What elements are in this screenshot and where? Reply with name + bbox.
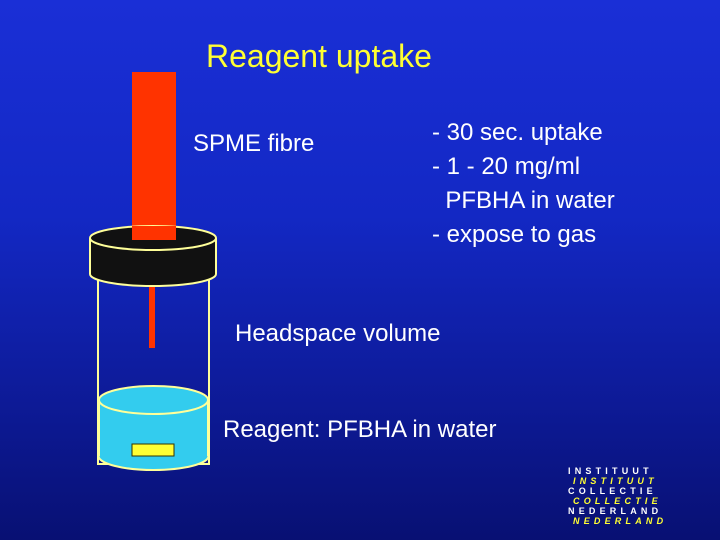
slide-title: Reagent uptake bbox=[206, 38, 432, 74]
logo-line: NEDERLAND bbox=[573, 516, 668, 526]
conditions-list: - 30 sec. uptake - 1 - 20 mg/ml PFBHA in… bbox=[432, 116, 615, 252]
logo-line: COLLECTIE bbox=[568, 486, 657, 496]
condition-item: - 30 sec. uptake bbox=[432, 119, 603, 146]
institute-logo: INSTITUUT INSTITUUT COLLECTIE COLLECTIE … bbox=[568, 466, 696, 526]
reagent-label: Reagent: PFBHA in water bbox=[223, 416, 497, 443]
liquid-surface bbox=[98, 385, 209, 415]
headspace-label: Headspace volume bbox=[235, 320, 441, 347]
stir-bar bbox=[131, 443, 175, 457]
logo-line: COLLECTIE bbox=[573, 496, 662, 506]
logo-line: INSTITUUT bbox=[568, 466, 653, 476]
spme-fibre-holder bbox=[132, 72, 176, 242]
condition-item: - expose to gas bbox=[432, 221, 597, 248]
fibre-needle bbox=[149, 282, 155, 348]
fibre-label: SPME fibre bbox=[193, 130, 315, 157]
logo-line: NEDERLAND bbox=[568, 506, 663, 516]
condition-item: PFBHA in water bbox=[432, 187, 615, 214]
logo-line: INSTITUUT bbox=[573, 476, 658, 486]
condition-item: - 1 - 20 mg/ml bbox=[432, 153, 581, 180]
